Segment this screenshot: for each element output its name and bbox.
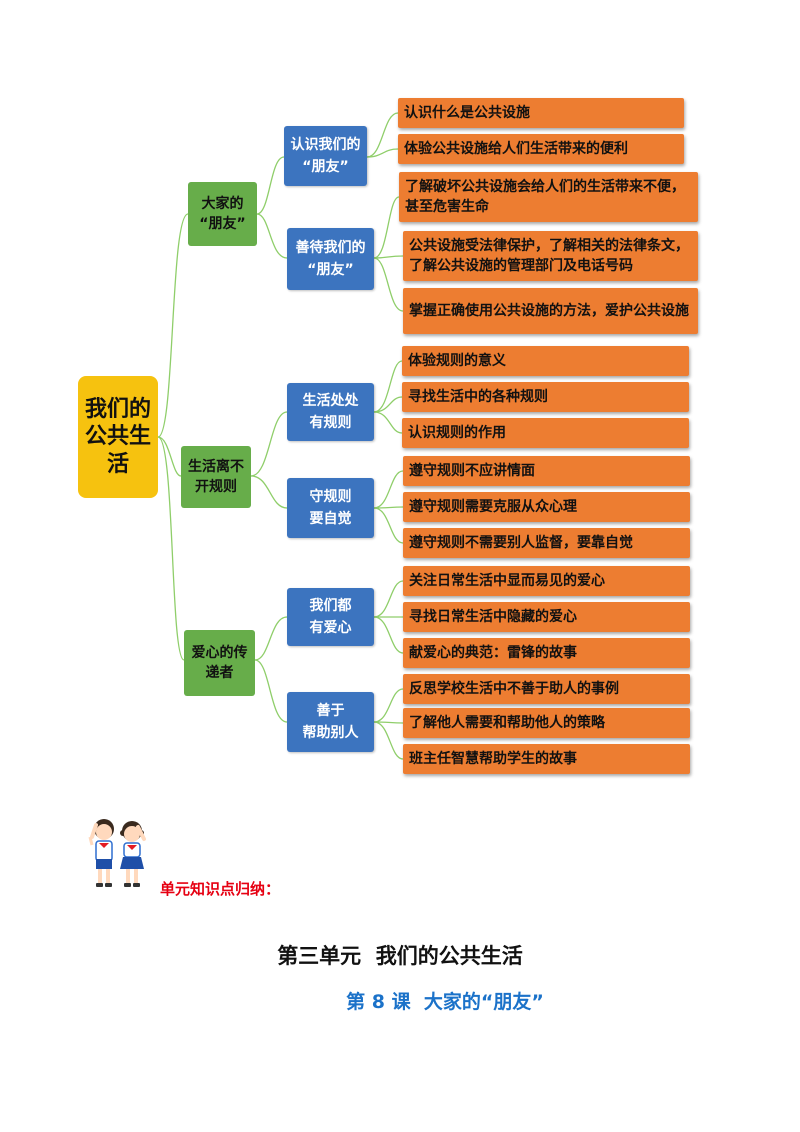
leaf-item: 掌握正确使用公共设施的方法，爱护公共设施 xyxy=(403,288,698,334)
branch-shenghuo-guize: 生活离不 开规则 xyxy=(181,446,251,508)
leaf-item: 遵守规则需要克服从众心理 xyxy=(403,492,690,522)
leaf-item: 寻找日常生活中隐藏的爱心 xyxy=(403,602,690,632)
leaf-item: 体验公共设施给人们生活带来的便利 xyxy=(398,134,684,164)
topic-bangzhu-bieren: 善于 帮助别人 xyxy=(287,692,374,752)
unit-title: 第三单元 我们的公共生活 xyxy=(277,944,523,968)
summary-label: 单元知识点归纳： xyxy=(160,880,281,898)
leaf-item: 遵守规则不应讲情面 xyxy=(403,456,690,486)
topic-shandai-pengyou: 善待我们的 “朋友” xyxy=(287,228,374,290)
students-saluting-icon xyxy=(88,819,146,887)
leaf-item: 了解破坏公共设施会给人们的生活带来不便，甚至危害生命 xyxy=(399,172,698,222)
mindmap-root: 我们的公共生活 xyxy=(78,376,158,498)
leaf-item: 公共设施受法律保护，了解相关的法律条文，了解公共设施的管理部门及电话号码 xyxy=(403,231,698,281)
topic-you-aixin: 我们都 有爱心 xyxy=(287,588,374,646)
leaf-item: 寻找生活中的各种规则 xyxy=(402,382,689,412)
leaf-item: 了解他人需要和帮助他人的策略 xyxy=(403,708,690,738)
leaf-item: 献爱心的典范：雷锋的故事 xyxy=(403,638,690,668)
mindmap-connectors xyxy=(157,112,404,760)
leaf-item: 认识规则的作用 xyxy=(402,418,689,448)
leaf-item: 班主任智慧帮助学生的故事 xyxy=(403,744,690,774)
topic-renshi-pengyou: 认识我们的 “朋友” xyxy=(284,126,367,186)
leaf-item: 认识什么是公共设施 xyxy=(398,98,684,128)
topic-zijue-guize: 守规则 要自觉 xyxy=(287,478,374,538)
branch-dajia-pengyou: 大家的 “朋友” xyxy=(188,182,257,246)
leaf-item: 体验规则的意义 xyxy=(402,346,689,376)
lesson-title: 第 8 课 大家的“朋友” xyxy=(346,991,544,1013)
leaf-item: 遵守规则不需要别人监督，要靠自觉 xyxy=(403,528,690,558)
topic-chuchu-guize: 生活处处 有规则 xyxy=(287,383,374,441)
branch-aixin-chuandi: 爱心的传 递者 xyxy=(184,630,255,696)
leaf-item: 反思学校生活中不善于助人的事例 xyxy=(403,674,690,704)
leaf-item: 关注日常生活中显而易见的爱心 xyxy=(403,566,690,596)
